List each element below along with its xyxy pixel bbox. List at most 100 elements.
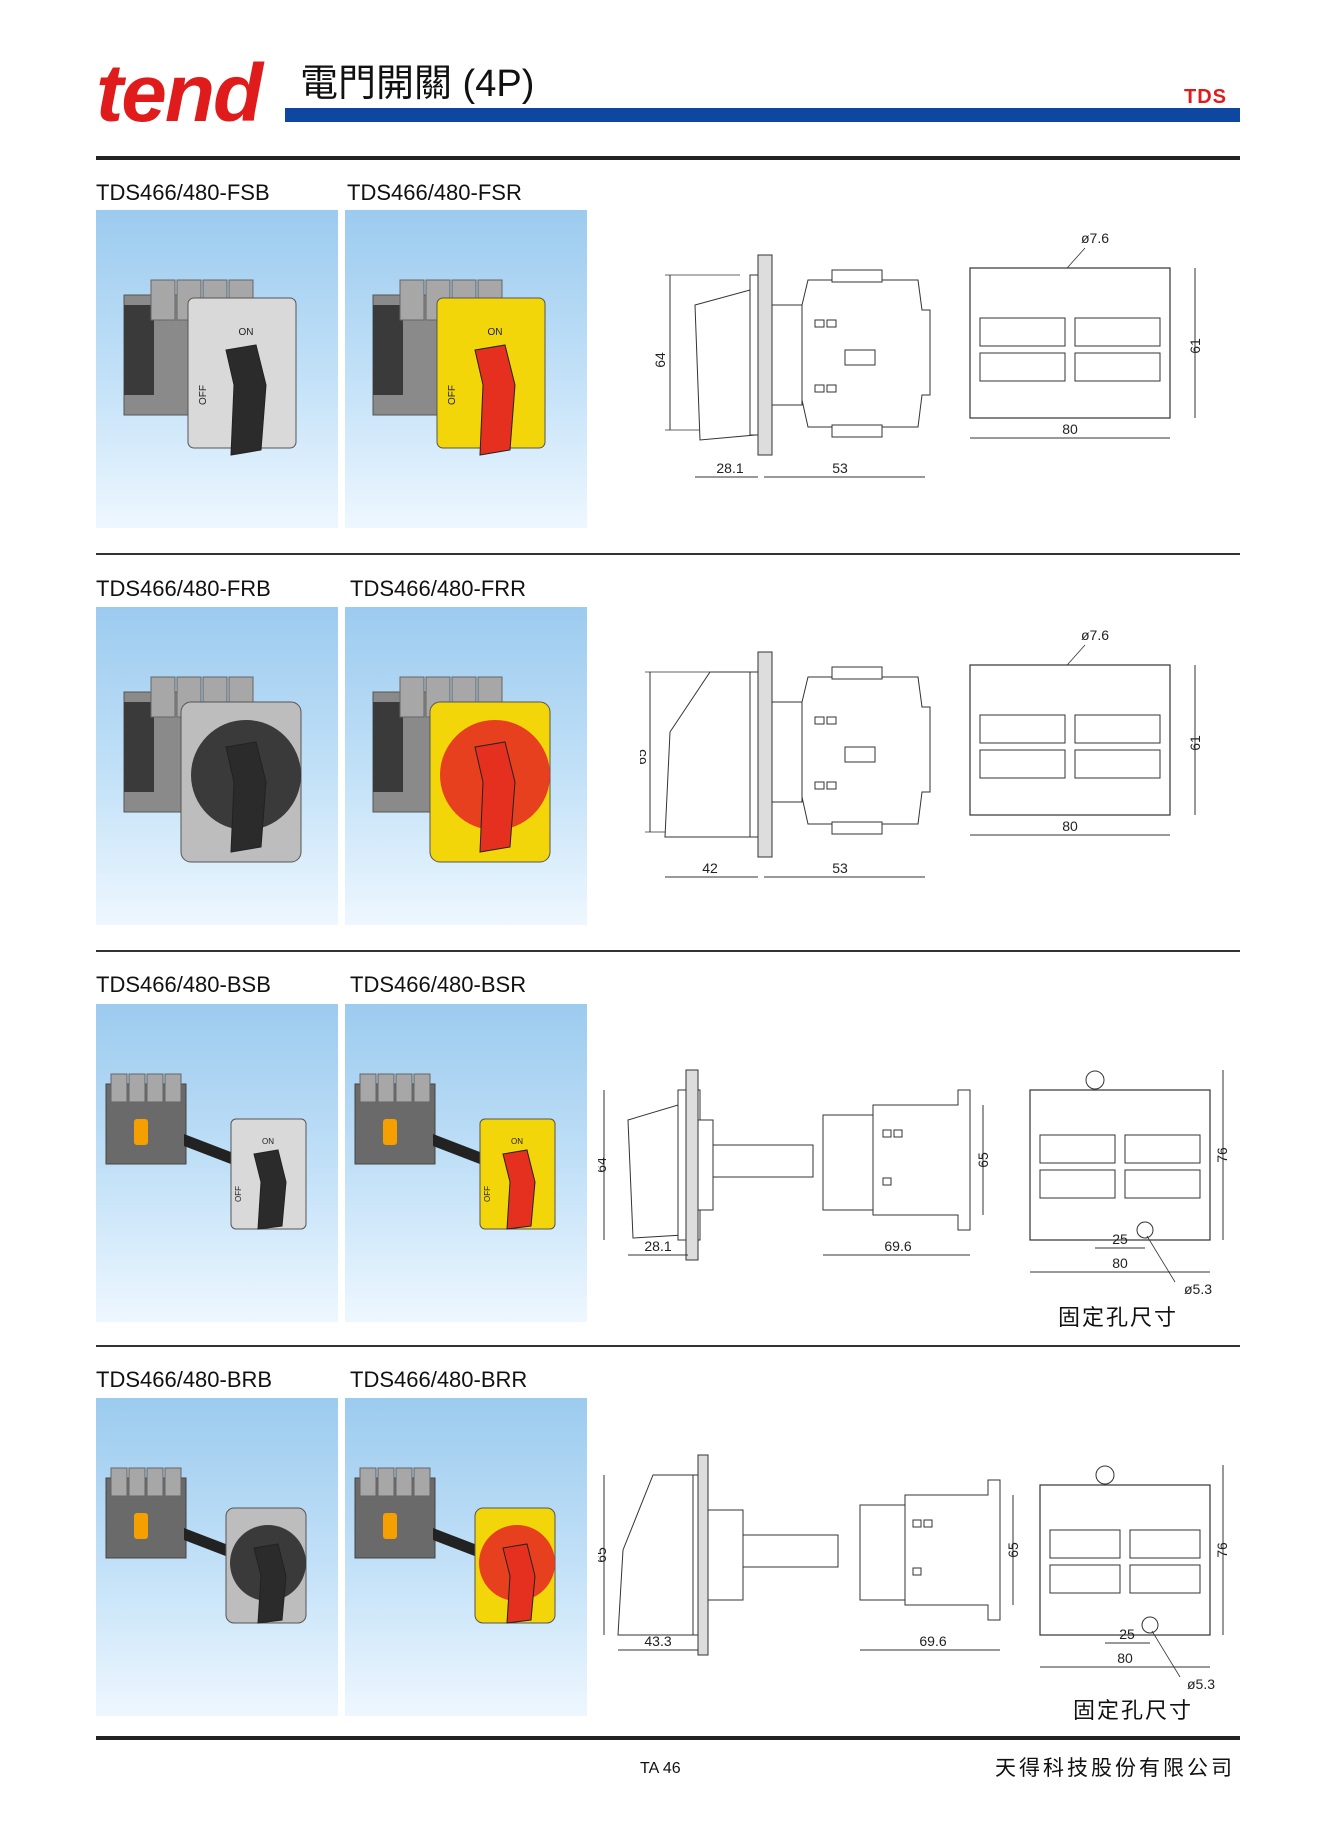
- dimension-drawing-side: 64 28.1 53: [652, 254, 931, 478]
- product-photo: ON OFF: [345, 1004, 587, 1322]
- terminal-block: [128, 1073, 146, 1103]
- terminal-block: [150, 676, 176, 718]
- terminal-block: [128, 1467, 146, 1497]
- dim-height-back: 76: [1214, 1147, 1230, 1163]
- switch-side: [124, 305, 154, 395]
- extension-shaft: [433, 1134, 485, 1166]
- on-label: ON: [239, 327, 254, 338]
- dim-depth-front: 28.1: [716, 460, 743, 476]
- model-label: TDS466/480-BRB: [96, 1367, 273, 1392]
- terminal-block: [377, 1073, 395, 1103]
- product-photo: ON OFF: [96, 1004, 338, 1322]
- terminal-block: [395, 1073, 413, 1103]
- dim-height-back: 61: [1187, 735, 1203, 751]
- dimension-drawing-side: 65 65 43.3 69.6: [598, 1454, 1021, 1656]
- product-photo: ON OFF: [345, 210, 587, 528]
- dimension-drawing-back: 76 25 80 ø5.3: [1039, 1465, 1230, 1692]
- dim-hole: ø5.3: [1187, 1676, 1215, 1692]
- off-label: OFF: [234, 1186, 243, 1202]
- dim-spacing: 25: [1119, 1626, 1135, 1642]
- dim-height-body: 65: [1005, 1542, 1021, 1558]
- rotary-handle: [253, 1149, 287, 1230]
- dim-width: 80: [1062, 818, 1078, 834]
- dim-height: 65: [598, 1547, 609, 1563]
- model-label: TDS466/480-BSR: [350, 972, 527, 997]
- series-code: TDS: [1184, 86, 1227, 108]
- switch-side: [124, 702, 154, 792]
- rotary-handle: [502, 1149, 536, 1230]
- off-label: OFF: [447, 385, 458, 405]
- dim-depth-body: 53: [832, 860, 848, 876]
- model-label: TDS466/480-FRB: [96, 576, 271, 601]
- row-divider: [96, 950, 1240, 952]
- row-divider: [96, 553, 1240, 555]
- terminal-block: [110, 1073, 128, 1103]
- dimension-drawing-back: ø7.6 61 80: [969, 627, 1203, 836]
- page-number: TA 46: [640, 1760, 681, 1777]
- terminal-block: [413, 1467, 431, 1497]
- rotary-handle: [474, 344, 516, 456]
- on-label: ON: [262, 1137, 274, 1146]
- dim-height: 64: [598, 1157, 609, 1173]
- rotary-handle: [474, 741, 516, 853]
- top-rule: [96, 156, 1240, 160]
- company-name: 天得科技股份有限公司: [995, 1756, 1235, 1780]
- dim-width: 80: [1112, 1255, 1128, 1271]
- rotary-handle: [225, 741, 267, 853]
- terminal-block: [164, 1467, 182, 1497]
- dim-height: 65: [640, 749, 649, 765]
- dimension-drawing-side: 65 42 53: [640, 651, 931, 878]
- extension-shaft: [433, 1528, 485, 1560]
- row-divider: [96, 1345, 1240, 1347]
- indicator-tab: [134, 1119, 148, 1145]
- dimension-drawing-back: ø7.6 61 80: [969, 230, 1203, 439]
- terminal-block: [164, 1073, 182, 1103]
- terminal-block: [377, 1467, 395, 1497]
- product-photo: [345, 607, 587, 925]
- dim-depth-body: 69.6: [884, 1238, 911, 1254]
- product-photo: ON OFF: [96, 210, 338, 528]
- off-label: OFF: [198, 385, 209, 405]
- terminal-block: [395, 1467, 413, 1497]
- terminal-block: [413, 1073, 431, 1103]
- off-label: OFF: [483, 1186, 492, 1202]
- switch-side: [373, 305, 403, 395]
- dim-height: 64: [652, 352, 668, 368]
- dim-depth-body: 69.6: [919, 1633, 946, 1649]
- extension-shaft: [184, 1528, 236, 1560]
- dim-hole: ø7.6: [1081, 230, 1109, 246]
- product-photo: [345, 1398, 587, 1716]
- dim-depth-front: 43.3: [644, 1633, 671, 1649]
- indicator-tab: [383, 1513, 397, 1539]
- rotary-handle: [225, 344, 267, 456]
- header-bar: [285, 108, 1240, 122]
- switch-side: [373, 702, 403, 792]
- dim-depth-body: 53: [832, 460, 848, 476]
- dim-width: 80: [1117, 1650, 1133, 1666]
- terminal-block: [359, 1467, 377, 1497]
- dim-hole: ø5.3: [1184, 1281, 1212, 1297]
- dim-height-back: 61: [1187, 338, 1203, 354]
- terminal-block: [146, 1073, 164, 1103]
- indicator-tab: [383, 1119, 397, 1145]
- extension-shaft: [184, 1134, 236, 1166]
- dim-hole: ø7.6: [1081, 627, 1109, 643]
- dim-depth-front: 28.1: [644, 1238, 671, 1254]
- indicator-tab: [134, 1513, 148, 1539]
- dim-height-body: 65: [975, 1152, 991, 1168]
- on-label: ON: [511, 1137, 523, 1146]
- page-title: 電門開關 (4P): [300, 63, 535, 105]
- dim-width: 80: [1062, 421, 1078, 437]
- rotary-handle: [502, 1543, 536, 1624]
- terminal-block: [399, 676, 425, 718]
- product-photo: [96, 607, 338, 925]
- bottom-rule: [96, 1736, 1240, 1740]
- dim-height-back: 76: [1214, 1542, 1230, 1558]
- dimension-drawing-side: 64 65 28.1 69.6: [598, 1069, 991, 1261]
- model-label: TDS466/480-FSR: [347, 180, 522, 205]
- model-label: TDS466/480-FRR: [350, 576, 527, 601]
- on-label: ON: [488, 327, 503, 338]
- fixing-hole-caption: 固定孔尺寸: [1058, 1305, 1179, 1330]
- dimension-drawing-back: 76 25 80 ø5.3: [1029, 1070, 1230, 1297]
- terminal-block: [146, 1467, 164, 1497]
